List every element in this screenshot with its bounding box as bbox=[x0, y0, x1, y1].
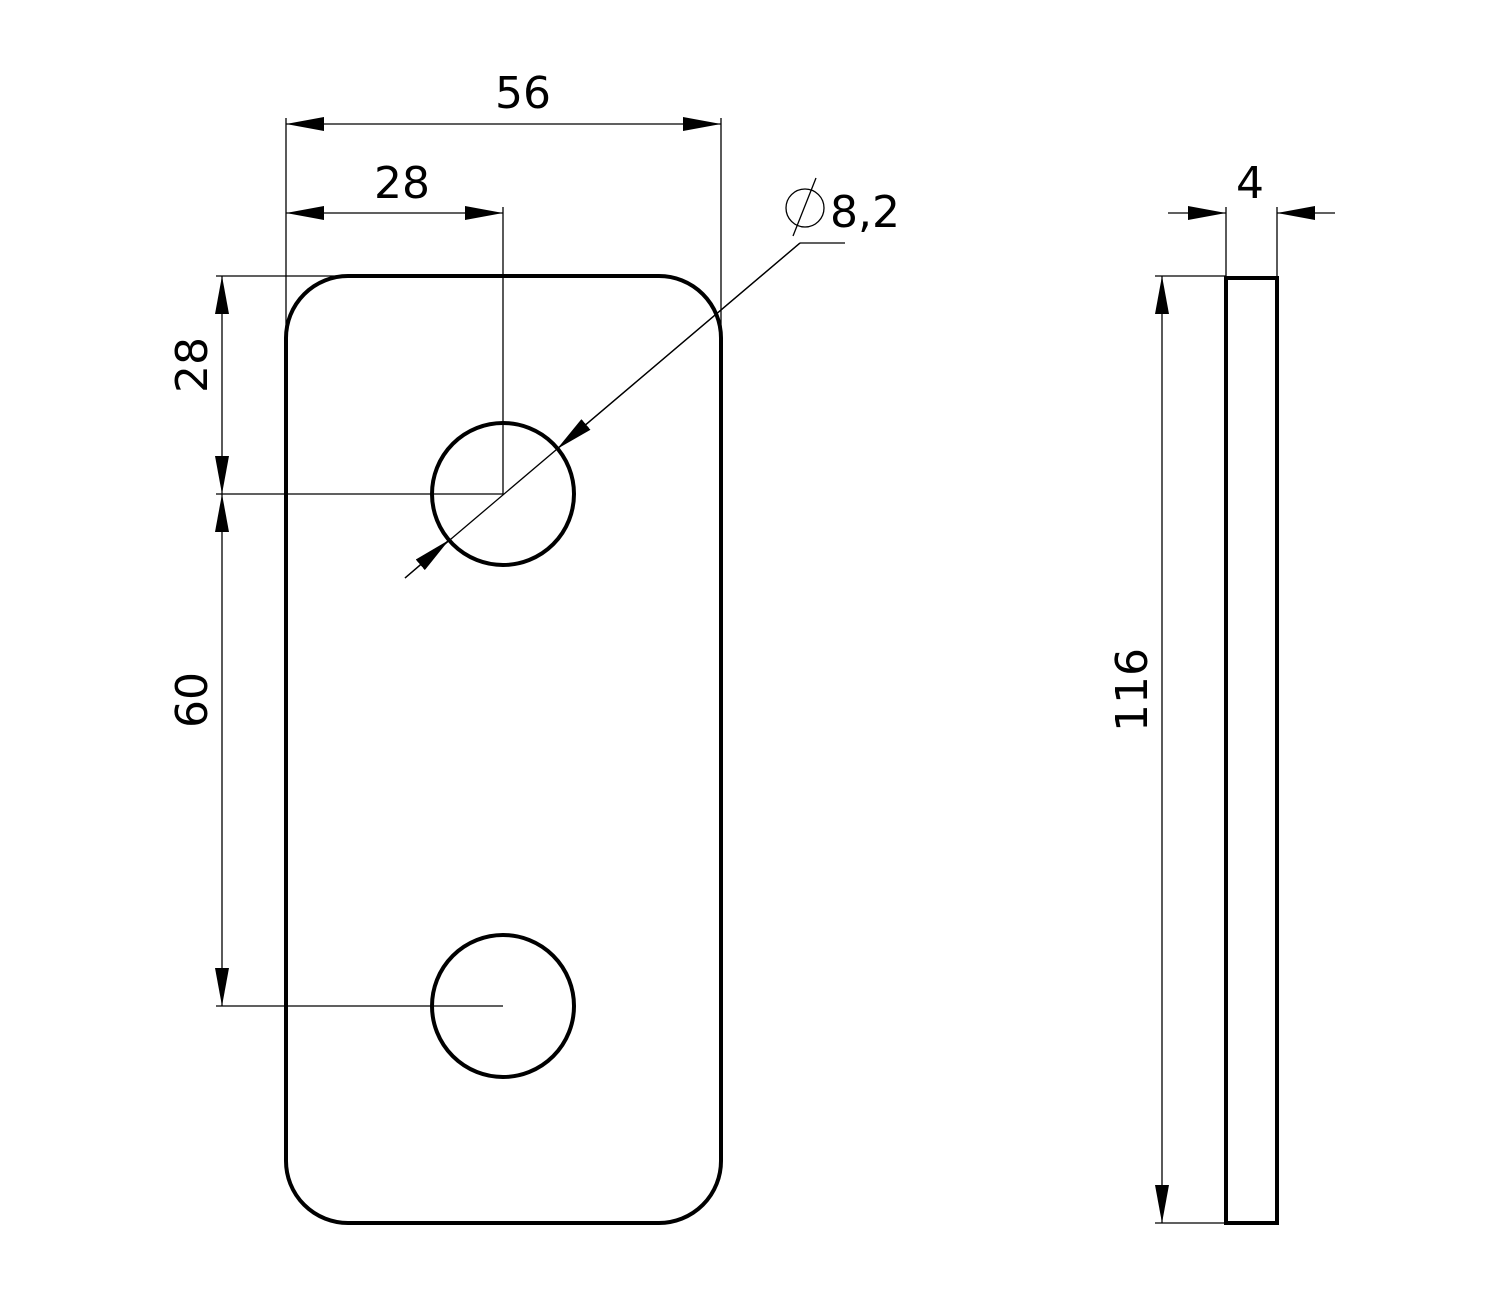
front-view: 56 28 28 60 bbox=[167, 68, 900, 1225]
dimension-hole-y: 28 bbox=[167, 275, 503, 495]
hole-x-label: 28 bbox=[374, 158, 430, 209]
dimension-thickness: 4 bbox=[1168, 158, 1335, 278]
dimension-height: 116 bbox=[1107, 275, 1226, 1224]
side-outline bbox=[1224, 276, 1279, 1225]
height-label: 116 bbox=[1107, 648, 1158, 732]
dimension-hole-diameter: 8,2 bbox=[404, 177, 900, 579]
hole-diameter-label: 8,2 bbox=[830, 187, 900, 238]
thickness-label: 4 bbox=[1236, 158, 1264, 209]
hole-y-label: 28 bbox=[167, 337, 218, 393]
side-view: 4 116 bbox=[1107, 158, 1335, 1225]
dimension-hole-x: 28 bbox=[286, 158, 504, 494]
hole-spacing-label: 60 bbox=[167, 672, 218, 728]
dimension-hole-spacing: 60 bbox=[167, 494, 503, 1007]
width-label: 56 bbox=[495, 68, 551, 119]
diameter-icon bbox=[785, 177, 825, 237]
dimension-width: 56 bbox=[285, 68, 722, 330]
